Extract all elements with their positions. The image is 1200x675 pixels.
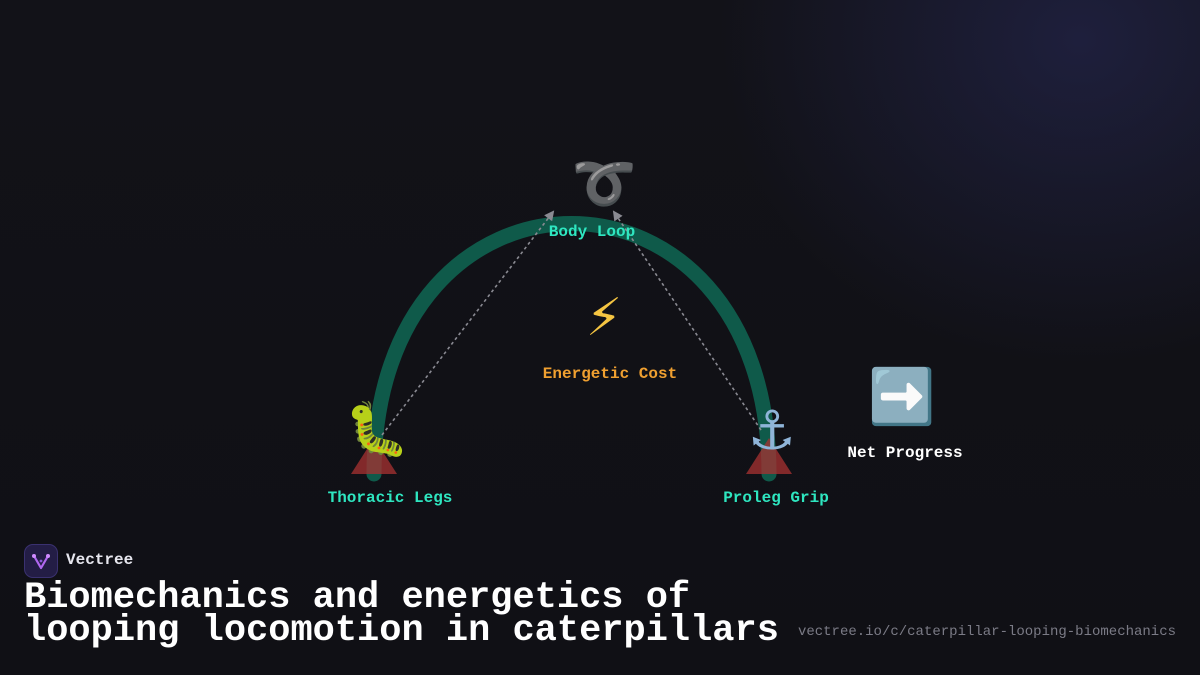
vectree-logo-icon bbox=[24, 544, 58, 578]
label-proleg-grip: Proleg Grip bbox=[723, 489, 829, 507]
body-arc bbox=[366, 216, 777, 482]
front-anchor-marker bbox=[351, 438, 397, 474]
source-url[interactable]: vectree.io/c/caterpillar-looping-biomech… bbox=[797, 624, 1176, 640]
lightning-icon: ⚡ bbox=[585, 288, 623, 348]
caterpillar-icon: 🐛 bbox=[344, 400, 410, 460]
label-energetic-cost: Energetic Cost bbox=[542, 365, 678, 383]
page-title: Biomechanics and energetics of looping l… bbox=[24, 577, 779, 652]
right-arrow-icon: ➡️ bbox=[868, 365, 936, 428]
loop-icon: ➰ bbox=[571, 154, 637, 214]
link-proleg-to-loop bbox=[612, 210, 762, 431]
brand-name: Vectree bbox=[66, 551, 134, 569]
anchor-icon: ⚓ bbox=[747, 399, 797, 462]
link-thoracic-to-loop bbox=[381, 210, 555, 436]
label-net-progress: Net Progress bbox=[847, 444, 963, 462]
label-thoracic-legs: Thoracic Legs bbox=[327, 489, 453, 507]
rear-anchor-marker bbox=[746, 438, 792, 474]
label-body-loop: Body Loop bbox=[548, 223, 636, 241]
